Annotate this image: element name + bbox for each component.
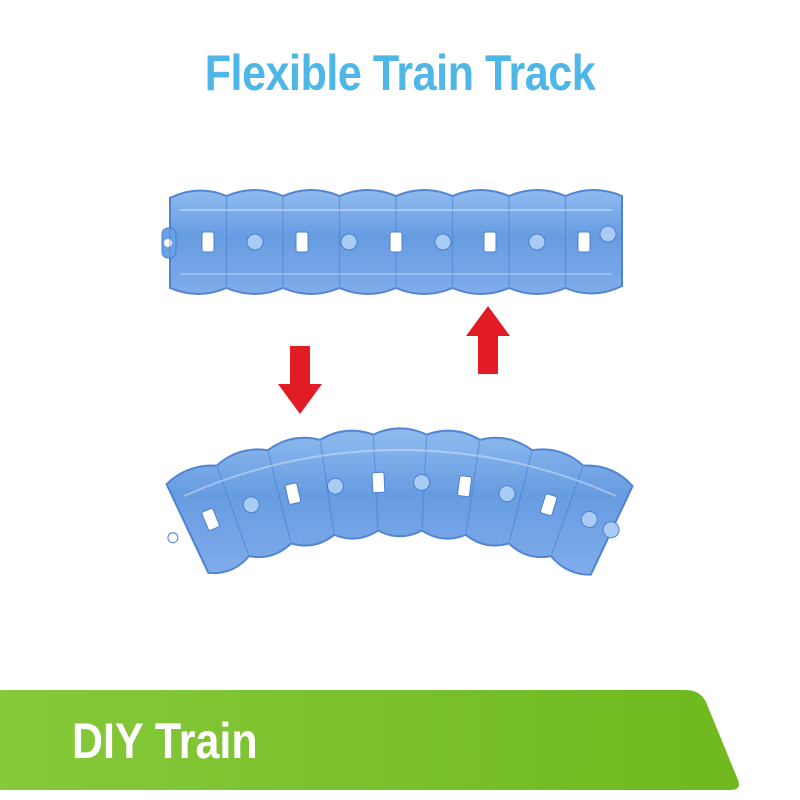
banner-shape: [0, 690, 739, 790]
arrow-down-icon: [278, 346, 322, 414]
banner-text: DIY Train: [72, 713, 258, 769]
arrow-up-icon: [466, 306, 510, 374]
curved-track: [165, 427, 634, 576]
title: Flexible Train Track: [204, 45, 596, 101]
straight-track: [161, 189, 623, 295]
